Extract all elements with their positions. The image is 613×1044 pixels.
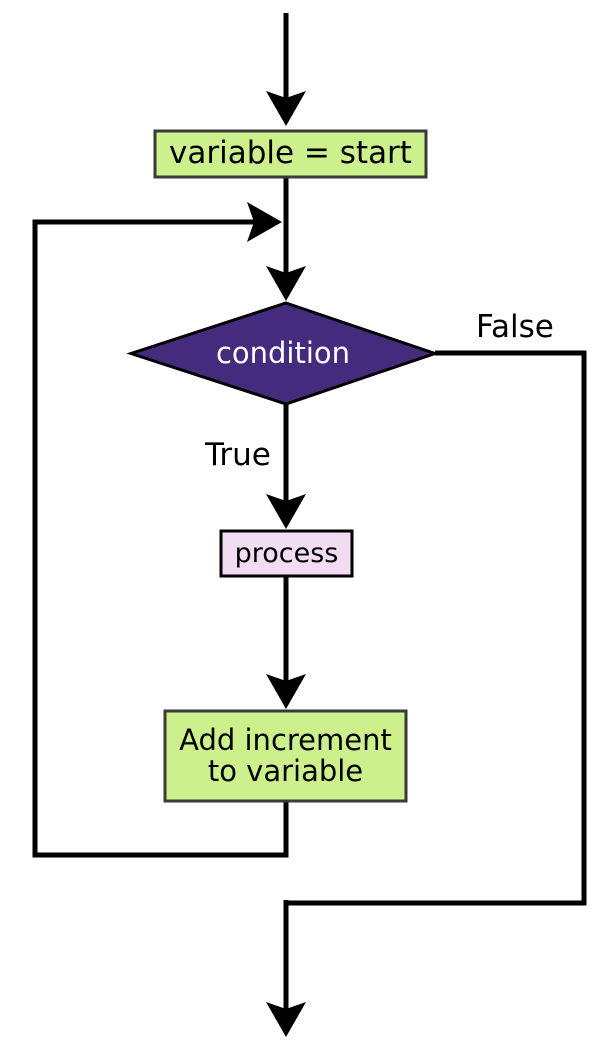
node-increment-shape[interactable] — [163, 709, 408, 803]
edge-label-true: True — [205, 437, 271, 473]
node-init-shape[interactable] — [153, 129, 428, 179]
node-condition-shape[interactable] — [126, 301, 440, 406]
edge-condition-false-exit — [286, 350, 587, 906]
edge-label-false: False — [476, 309, 554, 345]
edge-increment-loop-back — [32, 202, 289, 858]
node-process-shape[interactable] — [219, 529, 354, 578]
